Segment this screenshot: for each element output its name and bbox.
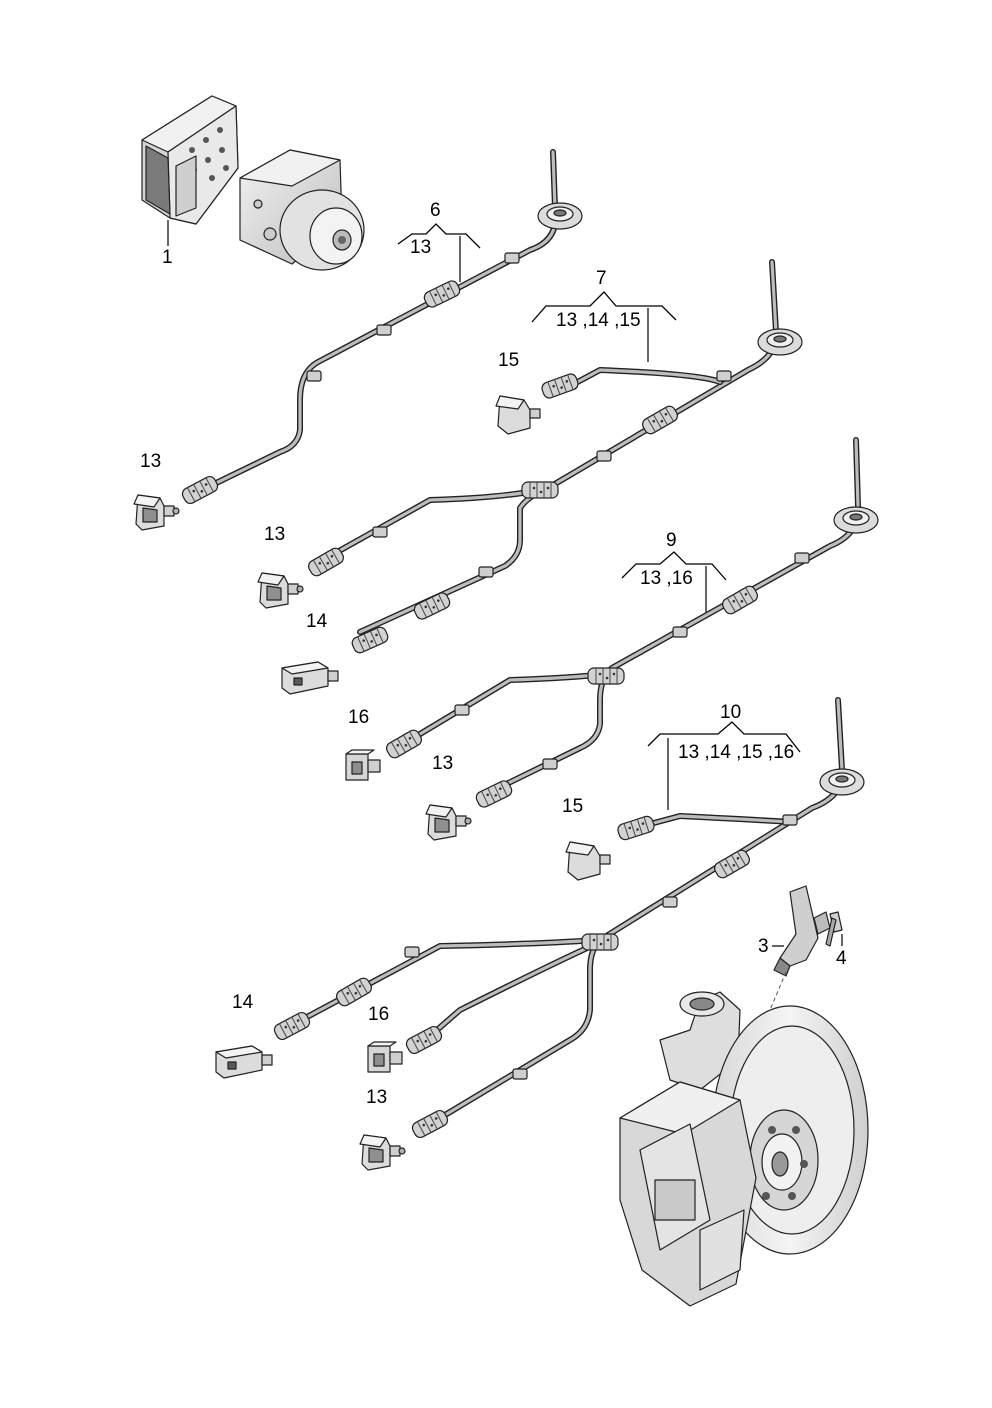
callout-14-h7: 14: [306, 611, 328, 632]
callout-15-h10: 15: [562, 796, 583, 817]
callout-10-refs: 13 ,14 ,15 ,16: [678, 742, 794, 763]
callout-7-bracket: [531, 291, 677, 362]
callout-9-refs: 13 ,16: [640, 568, 693, 589]
callout-13-h10: 13: [366, 1087, 387, 1108]
callout-9-bracket: [621, 551, 727, 612]
callout-7-refs: 13 ,14 ,15: [556, 310, 641, 331]
callout-16-h10: 16: [368, 1004, 389, 1025]
abs-hydraulic-unit: [239, 149, 365, 271]
callout-1: 1: [162, 247, 173, 268]
brake-disc-assembly: [619, 991, 869, 1307]
callout-16-h9: 16: [348, 707, 369, 728]
callout-15-h7: 15: [498, 350, 519, 371]
wiring-harness-10: [215, 697, 865, 1171]
callout-13-h6: 13: [140, 451, 161, 472]
callout-10-bracket: [647, 721, 801, 810]
callout-6-bracket: [397, 223, 481, 282]
sensor-bolt: [825, 911, 843, 947]
callout-13-h7: 13: [264, 524, 285, 545]
callout-7: 7: [596, 268, 607, 289]
callout-10: 10: [720, 702, 741, 723]
callout-13-h9: 13: [432, 753, 453, 774]
wiring-harness-9: [345, 437, 879, 841]
callout-4: 4: [836, 948, 847, 969]
wiring-harness-6: [133, 149, 583, 531]
wiring-harness-7: [257, 259, 803, 695]
callout-3: 3: [758, 936, 769, 957]
callout-9: 9: [666, 530, 677, 551]
wheel-speed-sensor: [773, 885, 831, 977]
callout-14-h10: 14: [232, 992, 254, 1013]
callout-6-refs: 13: [410, 237, 431, 258]
callout-6: 6: [430, 200, 441, 221]
abs-control-unit: [141, 95, 239, 225]
